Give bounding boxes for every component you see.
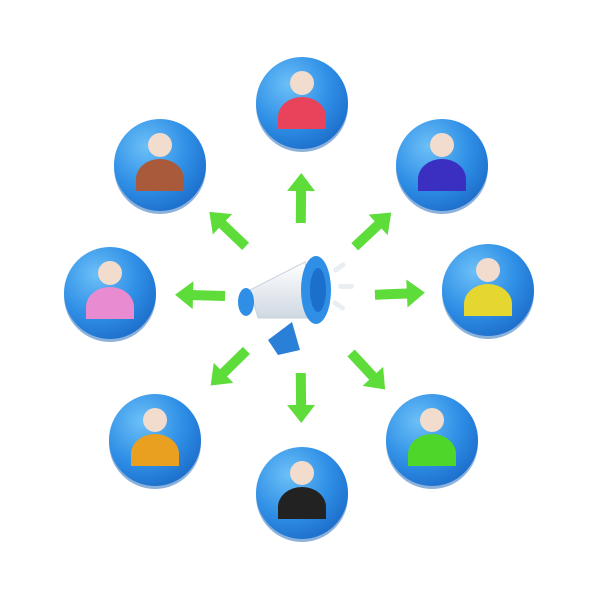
arrow-top-right-icon [351,212,392,251]
person-head-icon [430,133,454,157]
person-left [64,247,156,342]
arrow-left-icon [175,281,226,310]
person-body-icon [278,487,326,519]
arrows-group [175,173,425,423]
arrow-right-icon [374,279,425,308]
person-body-icon [86,287,134,319]
person-right [442,244,534,339]
person-body-icon [136,159,184,191]
arrow-top-left-icon [209,211,250,250]
person-head-icon [476,258,500,282]
person-body-icon [278,97,326,129]
person-bottom [256,447,348,542]
person-head-icon [148,133,172,157]
person-body-icon [408,434,456,466]
person-head-icon [143,408,167,432]
people-group [64,57,534,542]
arrow-top-icon [287,173,316,224]
person-bottom-right [386,394,478,489]
person-body-icon [131,434,179,466]
person-top [256,57,348,152]
arrow-bottom-icon [287,372,316,423]
person-head-icon [290,71,314,95]
person-head-icon [98,261,122,285]
person-top-left [114,119,206,214]
person-head-icon [420,408,444,432]
person-body-icon [418,159,466,191]
person-bottom-left [109,394,201,489]
arrow-bottom-left-icon [210,346,250,386]
megaphone-icon [238,256,354,355]
person-head-icon [290,461,314,485]
arrow-bottom-right-icon [347,349,386,390]
person-top-right [396,119,488,214]
person-body-icon [464,284,512,316]
